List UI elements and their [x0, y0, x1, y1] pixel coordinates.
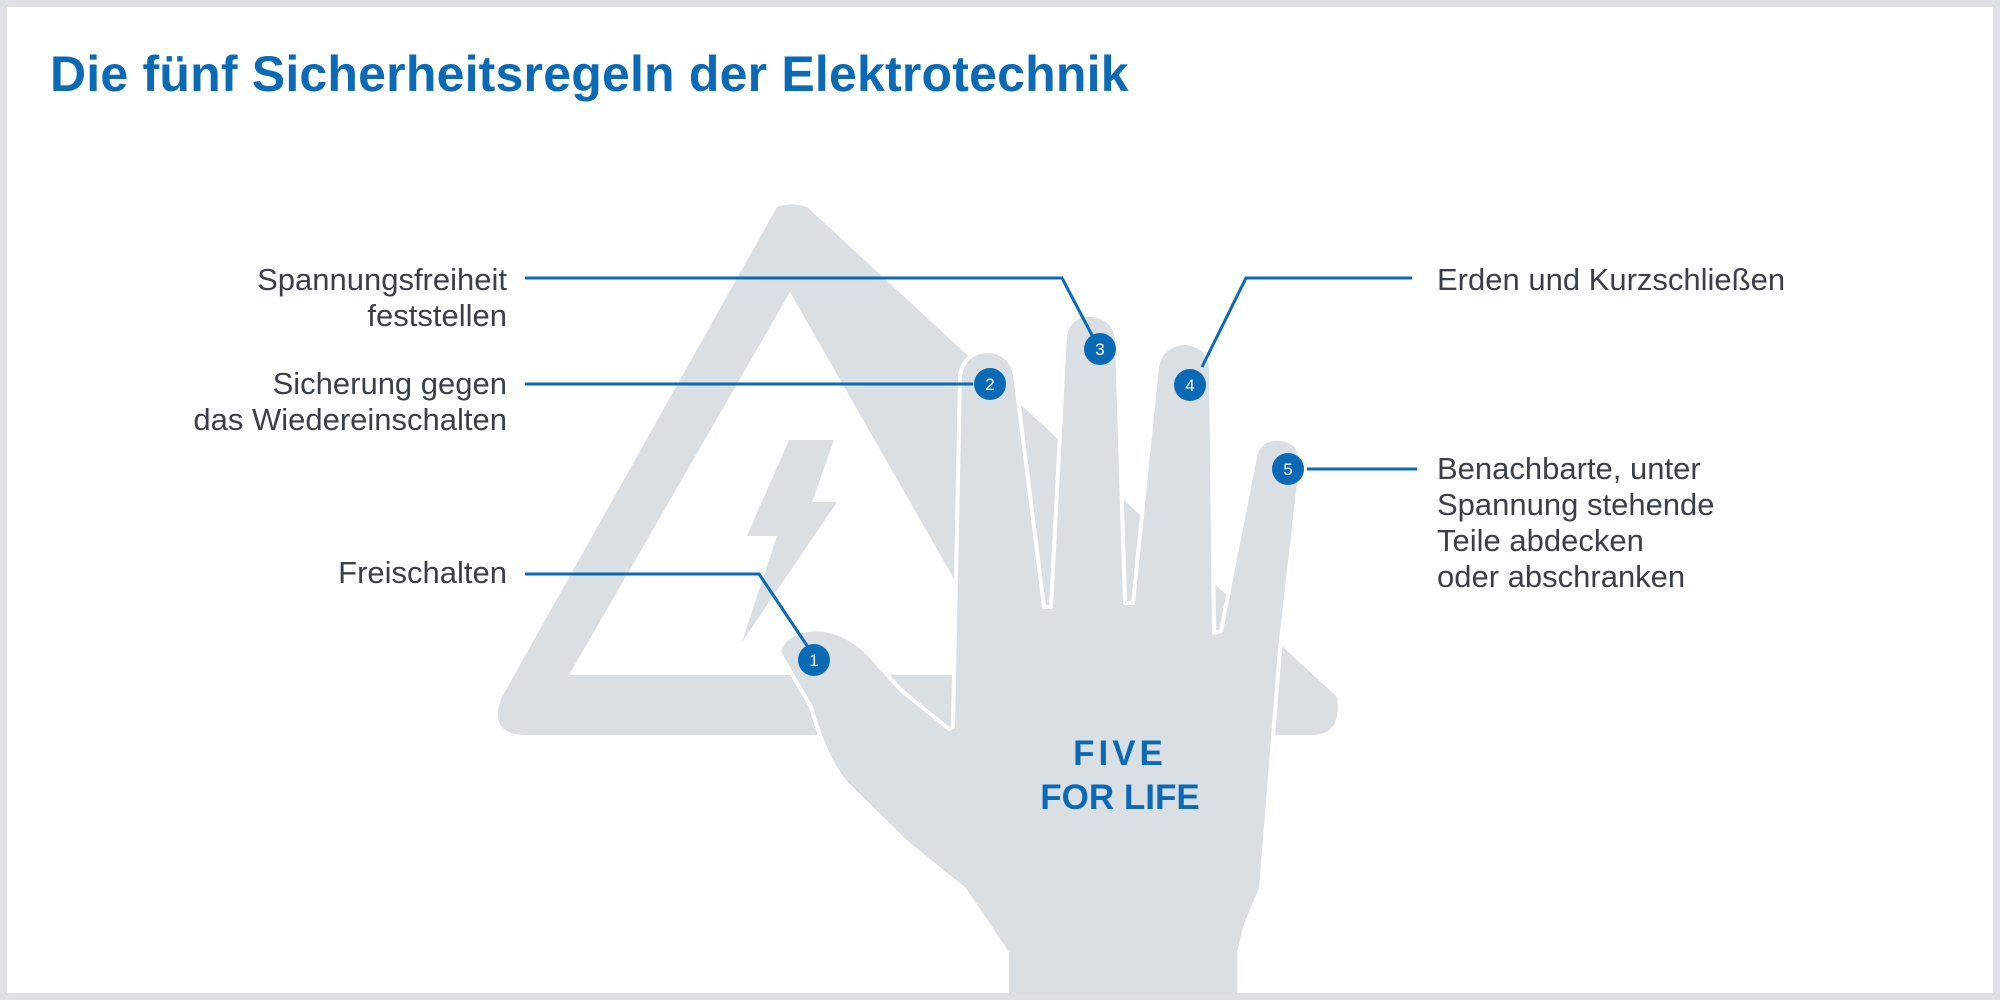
rule-label-1: Freischalten [338, 555, 507, 590]
infographic-canvas: Die fünf Sicherheitsregeln der Elektrote… [7, 7, 1993, 993]
leader-line-1 [525, 572, 816, 657]
lightning-bolt-icon [742, 440, 837, 642]
rule-marker-1: 1 [798, 644, 830, 676]
slogan-line-1: FIVE [1073, 734, 1167, 773]
leader-line-4 [1200, 276, 1412, 368]
rule-label-3: Spannungsfreiheit feststellen [257, 262, 507, 333]
safety-rules-diagram: 1 2 3 4 5 [497, 204, 1417, 993]
rule-number-4: 4 [1185, 376, 1194, 395]
rule-number-5: 5 [1283, 460, 1292, 479]
rule-number-2: 2 [985, 375, 994, 394]
rule-number-3: 3 [1095, 340, 1104, 359]
rule-marker-5: 5 [1272, 453, 1304, 485]
slogan-line-2: FOR LIFE [1040, 778, 1200, 817]
rule-label-2: Sicherung gegen das Wiedereinschalten [193, 366, 507, 437]
rule-number-1: 1 [809, 651, 818, 670]
leader-lines [525, 276, 1417, 657]
rule-marker-2: 2 [974, 368, 1006, 400]
hand-icon [777, 312, 1304, 993]
leader-line-3 [525, 276, 1096, 340]
rule-marker-4: 4 [1174, 369, 1206, 401]
slogan: FIVE FOR LIFE [1020, 732, 1220, 820]
page-title: Die fünf Sicherheitsregeln der Elektrote… [50, 46, 1129, 102]
rule-marker-3: 3 [1084, 333, 1116, 365]
rule-label-5: Benachbarte, unter Spannung stehende Tei… [1437, 451, 1715, 594]
rule-label-4: Erden und Kurzschließen [1437, 262, 1786, 297]
